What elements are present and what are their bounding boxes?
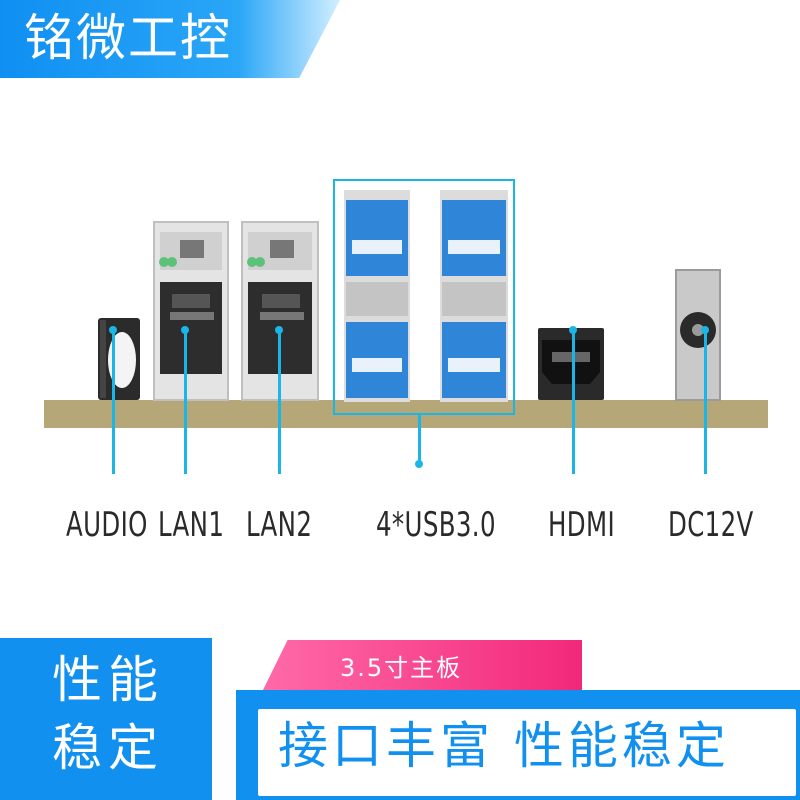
- footer-left-line2: 稳定: [52, 719, 164, 777]
- audio-leader-dot: [109, 326, 117, 334]
- lan1-leader-line: [184, 330, 187, 474]
- usb-stack-left-icon: [344, 190, 410, 402]
- port-label-dc: DC12V: [668, 505, 754, 545]
- usb-stack-right-icon: [440, 190, 508, 402]
- lan2-port-icon: [241, 221, 319, 401]
- port-label-lan1: LAN1: [158, 505, 225, 545]
- usb-group-frame: [333, 179, 515, 415]
- footer-left-panel: [0, 638, 212, 800]
- brand-title: 铭微工控: [24, 9, 232, 67]
- audio-jack-icon: [98, 318, 140, 400]
- audio-leader-line: [112, 330, 115, 474]
- lan1-port-icon: [153, 221, 229, 401]
- footer-banner-text: 接口丰富 性能稳定: [278, 717, 730, 775]
- port-label-usb: 4*USB3.0: [376, 505, 496, 545]
- hdmi-leader-dot: [569, 326, 577, 334]
- lan1-leader-dot: [181, 326, 189, 334]
- port-label-audio: AUDIO: [66, 505, 148, 545]
- hdmi-port-icon: [538, 328, 604, 400]
- tag-ribbon: [262, 640, 582, 692]
- port-label-lan2: LAN2: [246, 505, 313, 545]
- hdmi-leader-line: [572, 330, 575, 474]
- footer-left-line1: 性能: [52, 651, 164, 709]
- dc-leader-dot: [701, 326, 709, 334]
- lan2-leader-dot: [275, 326, 283, 334]
- brand-banner: [0, 0, 340, 78]
- dc-jack-icon: [675, 269, 721, 401]
- usb-leader-dot: [415, 460, 423, 468]
- usb-leader-line: [418, 414, 421, 464]
- tag-text: 3.5寸主板: [340, 654, 463, 682]
- lan2-leader-line: [278, 330, 281, 474]
- port-label-hdmi: HDMI: [548, 505, 616, 545]
- footer-banner-inner: [254, 705, 800, 800]
- dc-leader-line: [704, 330, 707, 474]
